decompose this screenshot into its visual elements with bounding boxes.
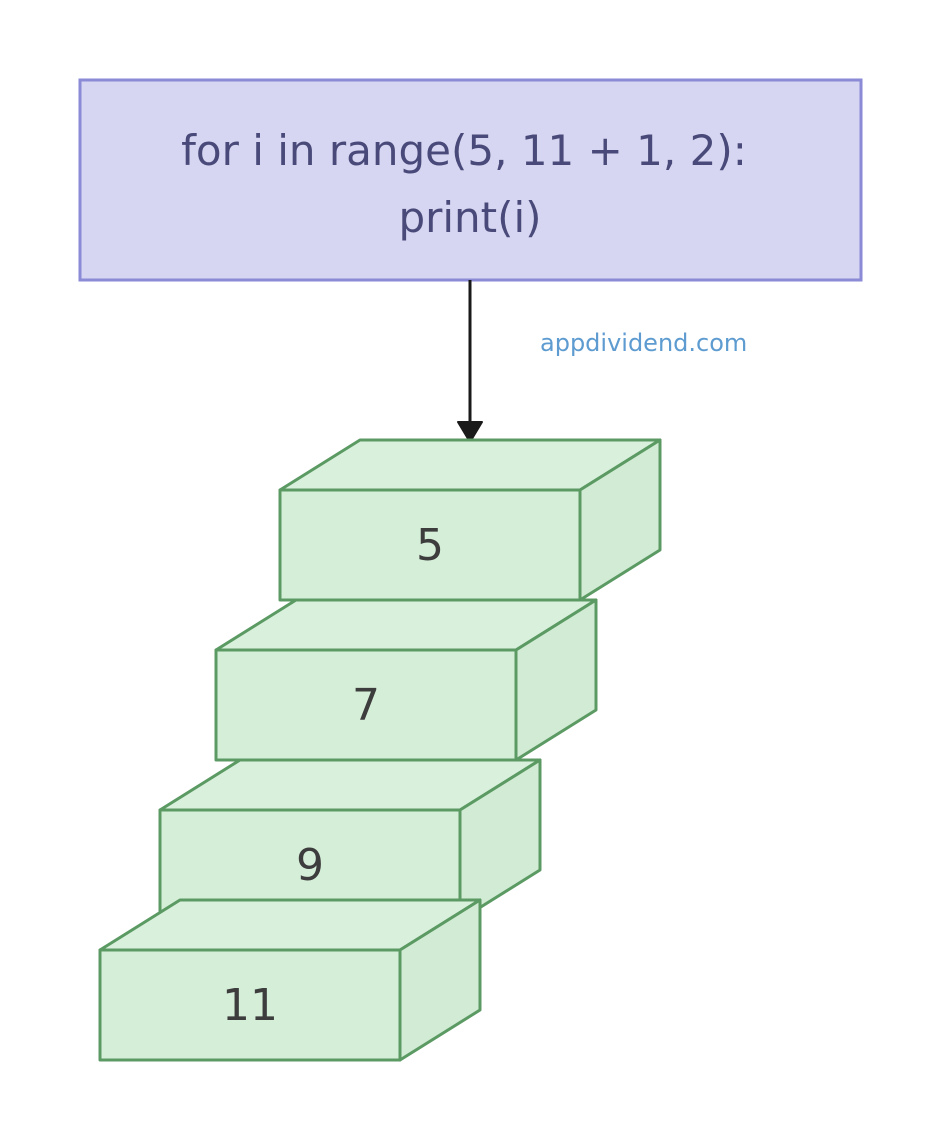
block-front-face [214,648,518,762]
block-label: 5 [416,520,444,571]
code-line-1: for i in range(5, 11 + 1, 2): [181,126,747,175]
block-front-face [98,948,402,1062]
flow-arrow-head [457,421,483,443]
block-label: 11 [222,980,278,1031]
block-label: 7 [352,680,380,731]
code-line-2: print(i) [398,193,541,242]
block-7: 7 [214,598,598,762]
code-box [78,78,863,282]
block-9: 9 [158,758,542,922]
block-11: 11 [98,898,482,1062]
blocks-stack: 5 7 9 11 [98,438,662,1062]
watermark-text: appdividend.com [540,329,747,357]
block-label: 9 [296,840,324,891]
block-5: 5 [278,438,662,602]
